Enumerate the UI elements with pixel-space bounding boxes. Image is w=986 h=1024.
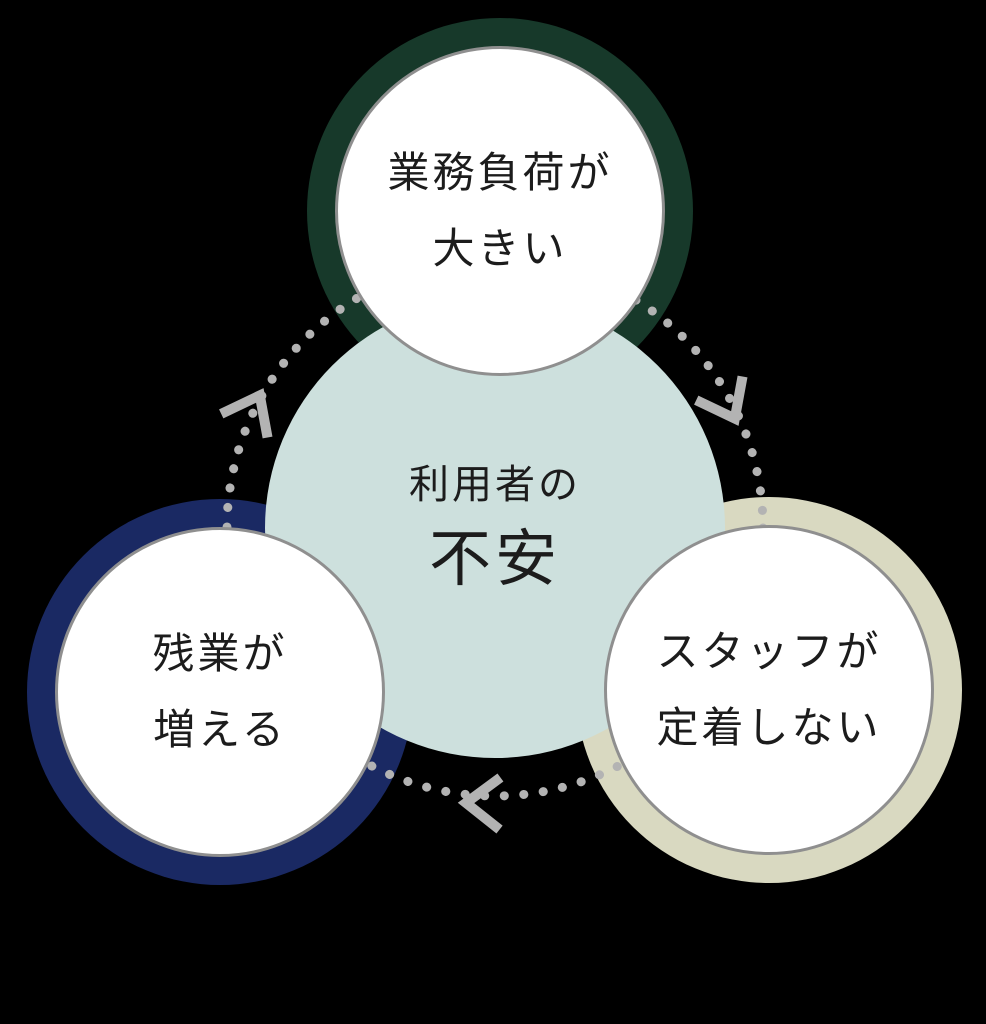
overtime-node: 残業が 増える <box>55 527 385 857</box>
overtime-node-line1: 残業が <box>152 630 288 677</box>
staff-node: スタッフが 定着しない <box>604 525 934 855</box>
workload-node-line2: 大きい <box>432 225 568 272</box>
workload-node-label: 業務負荷が 大きい <box>387 135 612 287</box>
overtime-node-line2: 増える <box>153 706 287 753</box>
arrow-top-left-icon <box>219 388 273 439</box>
workload-node: 業務負荷が 大きい <box>335 46 665 376</box>
center-label-main: 不安 <box>428 525 561 594</box>
arrow-bottom-icon <box>457 773 504 834</box>
staff-node-label: スタッフが 定着しない <box>656 614 881 766</box>
workload-node-line1: 業務負荷が <box>387 149 613 196</box>
center-label-sub: 利用者の <box>409 463 581 507</box>
staff-node-line1: スタッフが <box>656 628 882 675</box>
arrow-top-right-icon <box>694 375 748 426</box>
staff-node-line2: 定着しない <box>656 704 882 751</box>
overtime-node-label: 残業が 増える <box>152 616 287 768</box>
